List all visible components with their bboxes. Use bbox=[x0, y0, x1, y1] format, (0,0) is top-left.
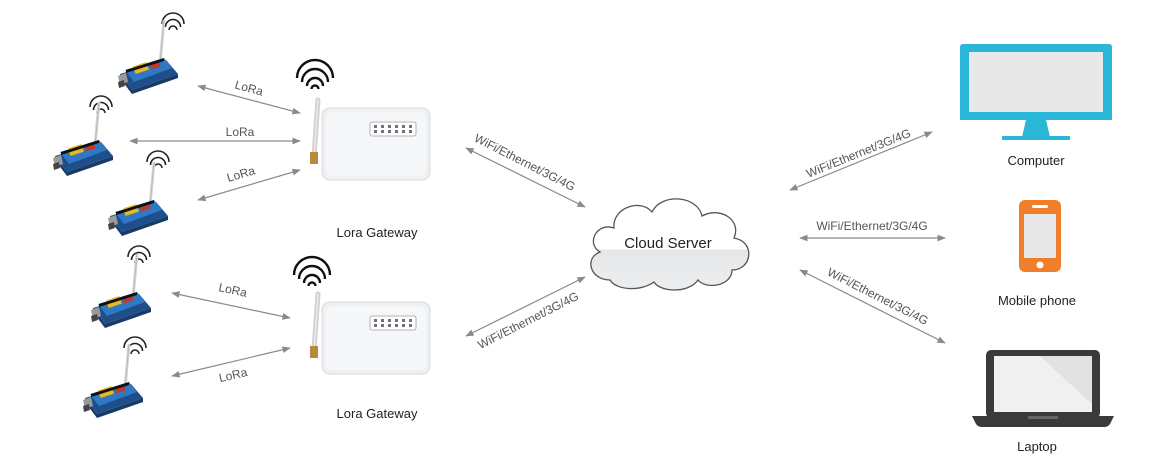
device-label: Laptop bbox=[1017, 439, 1057, 454]
client-link-arrow bbox=[799, 269, 946, 344]
lora-link-label: LoRa bbox=[226, 125, 255, 139]
cloud-icon bbox=[590, 198, 750, 291]
lora-node-icon bbox=[106, 150, 170, 238]
lora-node-icon bbox=[51, 95, 115, 178]
client-link-label: WiFi/Ethernet/3G/4G bbox=[816, 219, 927, 233]
mobile-phone-icon bbox=[1019, 200, 1061, 272]
lora-link-arrow bbox=[197, 84, 301, 115]
device-label: Mobile phone bbox=[998, 293, 1076, 308]
uplink-arrow bbox=[465, 147, 586, 208]
cloud-label: Cloud Server bbox=[624, 235, 712, 252]
uplink-label: WiFi/Ethernet/3G/4G bbox=[472, 131, 578, 194]
computer-icon bbox=[960, 44, 1112, 140]
device-label: Computer bbox=[1007, 153, 1065, 168]
lora-gateway-icon bbox=[295, 58, 430, 180]
gateway-label: Lora Gateway bbox=[337, 406, 418, 421]
laptop-icon bbox=[972, 350, 1114, 427]
gateway-label: Lora Gateway bbox=[337, 225, 418, 240]
lora-node-icon bbox=[89, 245, 153, 330]
uplink-label: WiFi/Ethernet/3G/4G bbox=[475, 289, 581, 352]
lora-node-icon bbox=[81, 336, 147, 420]
client-link-label: WiFi/Ethernet/3G/4G bbox=[825, 265, 931, 328]
uplink-arrow bbox=[465, 276, 586, 337]
lora-link-arrow bbox=[197, 168, 301, 202]
lora-node-icon bbox=[116, 12, 185, 96]
client-link-arrow bbox=[789, 131, 933, 191]
client-link-label: WiFi/Ethernet/3G/4G bbox=[804, 126, 913, 181]
lora-link-label: LoRa bbox=[233, 78, 265, 99]
lora-link-arrow bbox=[171, 291, 291, 320]
lora-link-label: LoRa bbox=[218, 365, 249, 385]
lora-link-label: LoRa bbox=[217, 280, 248, 300]
lora-gateway-icon bbox=[292, 255, 430, 374]
lora-link-arrow bbox=[171, 346, 291, 378]
lora-link-label: LoRa bbox=[225, 163, 257, 184]
